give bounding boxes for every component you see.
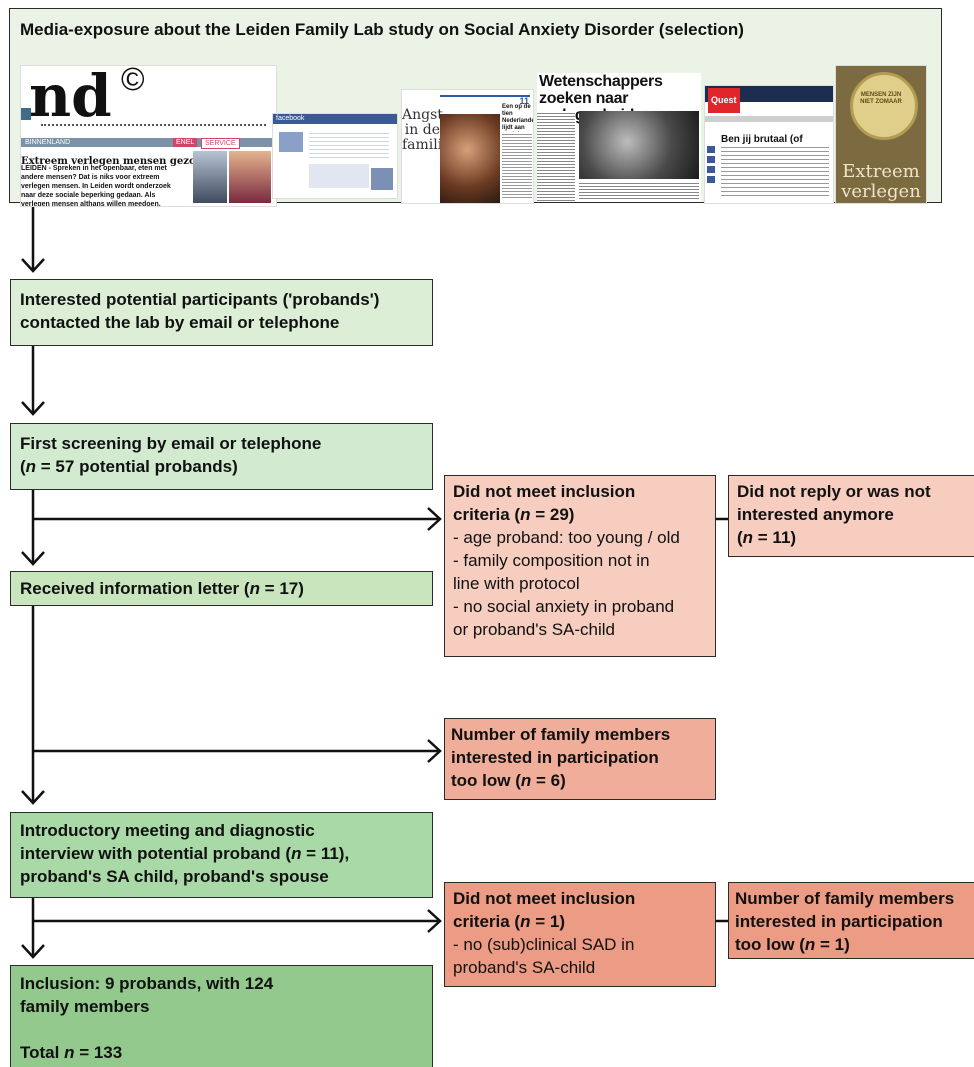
toolow2-line-3: too low (n = 1) [735, 935, 850, 954]
too-low-box-1: Number of family members interested in p… [444, 718, 716, 800]
toolow1-line-2: interested in participation [451, 748, 659, 767]
media-exposure-box: Media-exposure about the Leiden Family L… [9, 8, 942, 207]
excl1-item: or proband's SA-child [453, 620, 615, 639]
contacted-line-1: Interested potential participants ('prob… [20, 290, 380, 309]
letter-text: Received information letter (n = 17) [20, 579, 304, 598]
introductory-meeting-box: Introductory meeting and diagnostic inte… [10, 812, 433, 898]
toolow2-line-1: Number of family members [735, 889, 955, 908]
excl1-title-2: criteria (n = 29) [453, 505, 575, 524]
excl2-title-2: criteria (n = 1) [453, 912, 565, 931]
excl1-item: - age proband: too young / old [453, 528, 680, 547]
photo-woman [229, 151, 271, 203]
noreply-line-1: Did not reply or was not [737, 482, 931, 501]
excl1-item: - no social anxiety in proband [453, 597, 675, 616]
facebook-bar: facebook [273, 114, 397, 124]
inclusion-line-2: family members [20, 997, 150, 1016]
contacted-line-2: contacted the lab by email or telephone [20, 313, 340, 332]
photo-child [579, 111, 699, 179]
clip3-headline: Angst in de familie [402, 107, 451, 153]
meeting-line-1: Introductory meeting and diagnostic [20, 821, 315, 840]
exclusion-box-2: Did not meet inclusion criteria (n = 1) … [444, 882, 716, 987]
screening-line-1: First screening by email or telephone [20, 434, 322, 453]
logo-square [21, 108, 31, 120]
media-clip-angst: 11 Angst in de familie Een op de tien Ne… [401, 89, 534, 204]
excl2-item: - no (sub)clinical SAD in [453, 935, 635, 954]
inclusion-line-1: Inclusion: 9 probands, with 124 [20, 974, 274, 993]
exclusion-box-1: Did not meet inclusion criteria (n = 29)… [444, 475, 716, 657]
inclusion-total: Total n = 133 [20, 1043, 123, 1062]
media-title: Media-exposure about the Leiden Family L… [20, 20, 744, 39]
screening-box: First screening by email or telephone (n… [10, 423, 433, 490]
excl2-item: proband's SA-child [453, 958, 596, 977]
toolow1-line-3: too low (n = 6) [451, 771, 566, 790]
meeting-line-2: interview with potential proband (n = 11… [20, 844, 350, 863]
toolow1-line-1: Number of family members [451, 725, 671, 744]
screening-line-2: (n = 57 potential probands) [20, 457, 238, 476]
nd-logo: nd [29, 65, 112, 130]
media-clip-quest: Quest Ben jij brutaal (of verlegen)? [704, 85, 834, 204]
meeting-line-3: proband's SA child, proband's spouse [20, 867, 329, 886]
too-low-box-2: Number of family members interested in p… [728, 882, 974, 959]
clip1-headline: Extreem verlegen mensen gezocht [21, 156, 214, 167]
excl1-title-1: Did not meet inclusion [453, 482, 636, 501]
tab-enel: ENEL [173, 138, 198, 147]
media-clip-facebook: facebook [272, 113, 398, 199]
section-bar: BINNENLAND [21, 138, 276, 147]
clip1-body: LEIDEN - Spreken in het openbaar, eten m… [21, 165, 171, 207]
quest-logo: Quest [708, 88, 740, 113]
media-clip-extreem-cover: MENSEN ZIJN NIET ZOMAAR Extreem verlegen [835, 65, 927, 204]
media-clip-nd-newspaper: nd © BINNENLAND ENEL SERVICE Extreem ver… [20, 65, 277, 207]
excl1-item: line with protocol [453, 574, 580, 593]
information-letter-box: Received information letter (n = 17) [10, 571, 433, 606]
contacted-box: Interested potential participants ('prob… [10, 279, 433, 346]
copyright-symbol: © [121, 65, 145, 97]
noreply-line-2: interested anymore [737, 505, 894, 524]
photo-man [193, 151, 227, 203]
page-number: 11 [519, 96, 529, 106]
inclusion-box: Inclusion: 9 probands, with 124 family m… [10, 965, 433, 1067]
media-clip-wetenschappers: Wetenschappers zoeken naar verlegenheids… [537, 73, 701, 202]
noreply-line-3: (n = 11) [737, 528, 797, 547]
no-reply-box: Did not reply or was not interested anym… [728, 475, 974, 557]
clip6-headline: Extreem verlegen [841, 161, 921, 202]
toolow2-line-2: interested in participation [735, 912, 943, 931]
excl2-title-1: Did not meet inclusion [453, 889, 636, 908]
photo-anxious-girl [440, 114, 500, 203]
cover-text: MENSEN ZIJN NIET ZOMAAR [860, 92, 902, 105]
tab-service: SERVICE [201, 138, 240, 149]
excl1-item: - family composition not in [453, 551, 650, 570]
